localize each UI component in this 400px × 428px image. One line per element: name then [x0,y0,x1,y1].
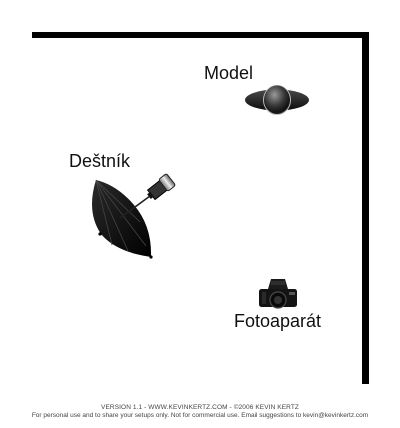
footer-disclaimer: For personal use and to share your setup… [31,412,369,419]
footer-version: VERSION 1.1 - WWW.KEVINKERTZ.COM - ©2006… [101,404,299,411]
studio-walls [32,32,369,384]
model-label: Model [204,63,254,83]
umbrella-label: Deštník [69,151,131,171]
right-wall [362,32,369,384]
person-head-shoulders-icon [245,85,309,115]
camera-label: Fotoaparát [234,311,322,331]
camera-icon [259,279,297,309]
top-wall [32,32,369,38]
photo-umbrella-light-icon [92,173,176,259]
